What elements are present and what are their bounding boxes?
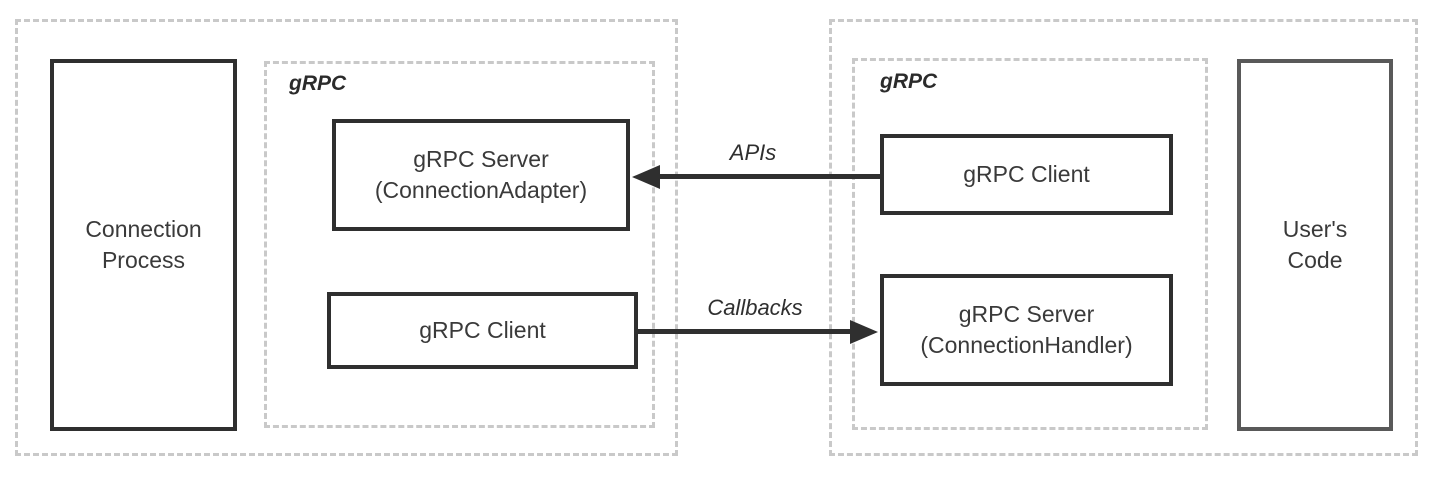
connection-process-label-line1: Connection xyxy=(85,216,202,242)
grpc-server-connection-handler-box: gRPC Server (ConnectionHandler) xyxy=(880,274,1173,386)
grpc-server-handler-label-line1: gRPC Server xyxy=(958,301,1095,327)
grpc-runtime-left-label: gRPC xyxy=(289,72,347,95)
grpc-runtime-right-container xyxy=(852,58,1208,430)
apis-arrow-line xyxy=(656,174,880,179)
user-code-group xyxy=(829,19,1418,456)
grpc-server-connection-adapter-box: gRPC Server (ConnectionAdapter) xyxy=(332,119,630,231)
grpc-runtime-left-container xyxy=(264,61,655,428)
user-code-label-line2: Code xyxy=(1287,247,1343,273)
grpc-server-adapter-label-line2: (ConnectionAdapter) xyxy=(374,177,588,203)
connection-process-box: Connection Process xyxy=(50,59,237,431)
grpc-client-left-box: gRPC Client xyxy=(327,292,638,369)
user-code-label-line1: User's xyxy=(1282,216,1348,242)
grpc-server-adapter-label-line1: gRPC Server xyxy=(413,146,549,172)
callbacks-arrowhead-right-icon xyxy=(850,320,878,344)
callbacks-arrow-line xyxy=(638,329,852,334)
grpc-client-right-box: gRPC Client xyxy=(880,134,1173,215)
grpc-runtime-right-label: gRPC xyxy=(880,70,938,93)
callbacks-arrow-label: Callbacks xyxy=(707,295,803,320)
connection-process-group xyxy=(15,19,678,456)
grpc-server-handler-label-line2: (ConnectionHandler) xyxy=(920,332,1133,358)
connection-process-label-line2: Process xyxy=(101,247,186,273)
apis-arrow-label: APIs xyxy=(729,140,777,165)
grpc-client-left-label: gRPC Client xyxy=(419,317,546,343)
user-code-box: User's Code xyxy=(1237,59,1393,431)
grpc-client-right-label: gRPC Client xyxy=(963,161,1090,187)
apis-arrowhead-left-icon xyxy=(632,165,660,189)
